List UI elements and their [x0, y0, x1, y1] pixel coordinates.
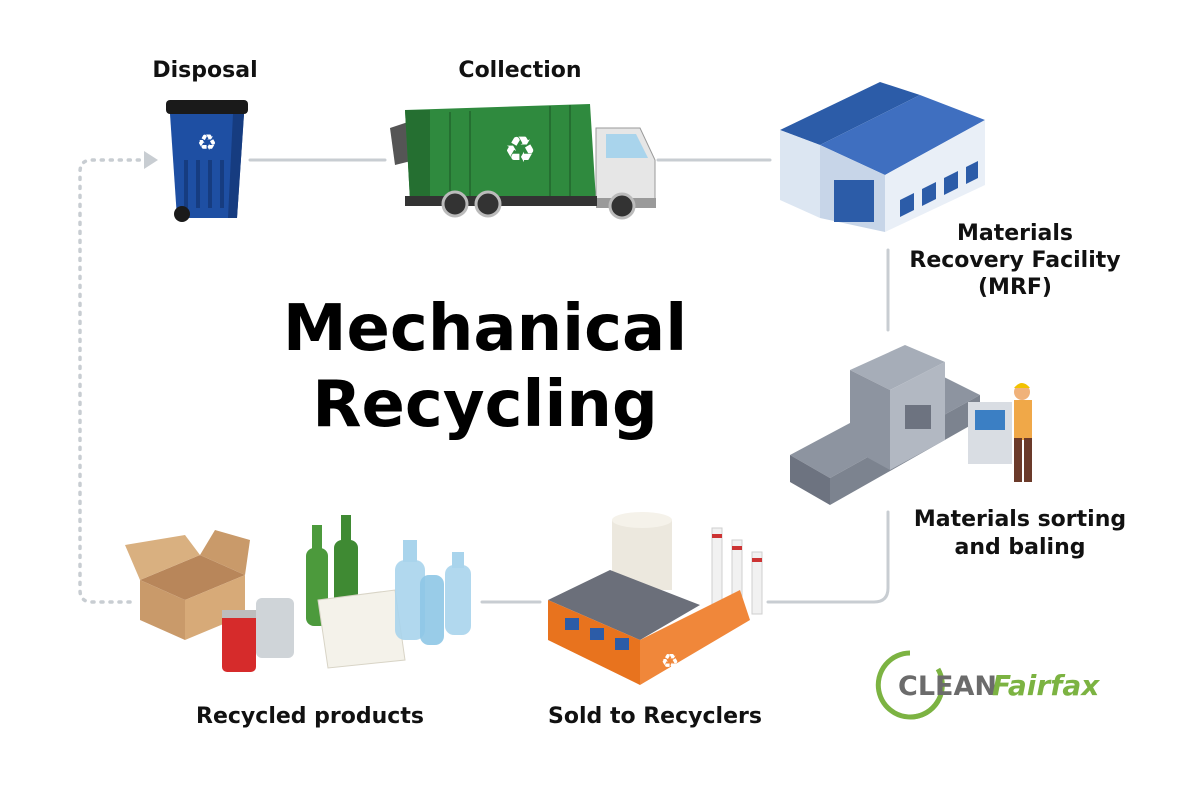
step-mrf-line2: Recovery Facility — [870, 247, 1160, 274]
facility-building-icon — [780, 82, 985, 232]
step-mrf-line3: (MRF) — [870, 274, 1160, 301]
step-products-label: Recycled products — [180, 704, 440, 729]
step-disposal-label: Disposal — [140, 58, 270, 83]
clean-fairfax-logo: CLEAN Fairfax — [870, 645, 1100, 725]
factory-icon: ♻ — [548, 512, 762, 685]
step-sorting-line1: Materials sorting — [880, 506, 1160, 534]
return-arrowhead — [144, 151, 158, 169]
step-mrf-line1: Materials — [870, 220, 1160, 247]
svg-text:♻: ♻ — [197, 131, 217, 156]
dotted-return-path — [80, 160, 145, 602]
step-collection-label: Collection — [440, 58, 600, 83]
svg-text:♻: ♻ — [504, 130, 536, 171]
step-mrf-label: Materials Recovery Facility (MRF) — [870, 220, 1160, 301]
recycling-bin-icon: ♻ — [166, 100, 248, 222]
diagram-title: Mechanical Recycling — [220, 292, 750, 443]
step-sorting-line2: and baling — [880, 534, 1160, 562]
title-line2: Recycling — [220, 368, 750, 444]
logo-word-clean: CLEAN — [898, 671, 997, 702]
title-line1: Mechanical — [220, 292, 750, 368]
conveyor-machine-icon — [790, 345, 1032, 505]
recycled-products-icon — [125, 515, 471, 672]
step-sorting-label: Materials sorting and baling — [880, 506, 1160, 562]
garbage-truck-icon: ♻ — [390, 104, 656, 218]
connector-sorting-sold — [768, 512, 888, 602]
logo-word-fairfax: Fairfax — [992, 669, 1099, 702]
step-sold-label: Sold to Recyclers — [530, 704, 780, 729]
svg-text:♻: ♻ — [661, 649, 679, 673]
